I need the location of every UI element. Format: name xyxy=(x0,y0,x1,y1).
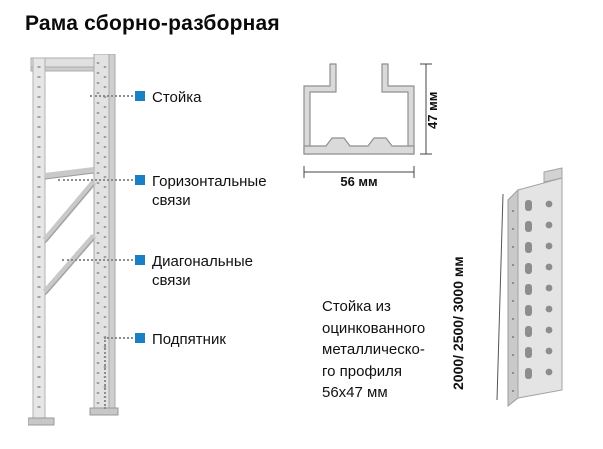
upright-profile-illustration xyxy=(496,167,563,408)
callout-footplate: Подпятник xyxy=(135,330,226,349)
upright-front-face xyxy=(517,177,563,399)
blue-square-marker-icon xyxy=(135,91,145,101)
leader-line xyxy=(62,259,133,261)
diagonal-brace-1-shadow xyxy=(44,184,95,244)
callout-label: Стойка xyxy=(152,89,202,106)
profile-left-wall xyxy=(303,63,337,155)
diagonal-brace-2 xyxy=(42,234,97,294)
leader-line xyxy=(58,179,133,181)
foot-plate-right xyxy=(89,407,119,416)
horizontal-brace xyxy=(44,167,95,179)
profile-bottom-web xyxy=(303,137,415,155)
callout-horizontal-braces: Горизонтальные связи xyxy=(135,172,267,210)
callout-diagonal-braces: Диагональные связи xyxy=(135,252,253,290)
leader-line xyxy=(90,95,133,97)
leader-line xyxy=(104,337,133,339)
callout-upright: Стойка xyxy=(135,88,202,107)
callout-label: Горизонтальные связи xyxy=(152,173,267,209)
frame-right-upright-flange xyxy=(108,54,116,409)
callout-label: Подпятник xyxy=(152,331,226,348)
blue-square-marker-icon xyxy=(135,333,145,343)
profile-description: Стойка из оцинкованного металлическо- го… xyxy=(322,298,426,401)
leader-line xyxy=(104,337,106,409)
profile-height-dimension: 47 мм xyxy=(425,91,440,129)
horizontal-brace-shadow xyxy=(44,172,95,180)
upright-top-tab xyxy=(543,167,563,183)
frame-illustration xyxy=(28,54,119,426)
diagonal-brace-1 xyxy=(42,180,97,242)
foot-plate-left xyxy=(28,417,55,426)
profile-width-dimension: 56 мм xyxy=(340,174,378,189)
diagonal-brace-2-shadow xyxy=(44,238,95,296)
upright-length-dimension: 2000/ 2500/ 3000 мм xyxy=(450,256,466,390)
upright-perforations xyxy=(525,200,553,379)
page-title: Рама сборно-разборная xyxy=(25,12,280,35)
profile-cross-section-illustration xyxy=(303,63,432,178)
callout-label: Диагональные связи xyxy=(152,253,253,289)
profile-right-wall xyxy=(381,63,415,155)
length-dimension-line xyxy=(496,193,504,401)
blue-square-marker-icon xyxy=(135,255,145,265)
frame-right-upright xyxy=(93,54,110,409)
blue-square-marker-icon xyxy=(135,175,145,185)
